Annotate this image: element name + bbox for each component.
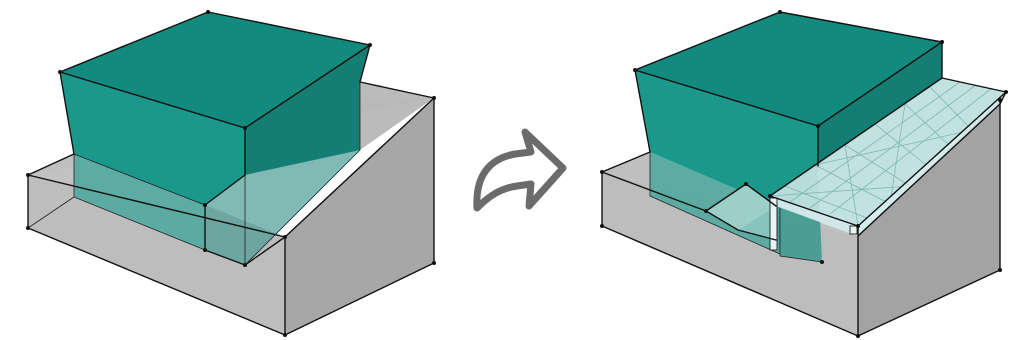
glass-roof-grid bbox=[769, 81, 993, 227]
glass-roof bbox=[770, 78, 1006, 226]
model-before bbox=[26, 10, 436, 337]
base-right-face bbox=[858, 100, 1000, 336]
base-front-face bbox=[28, 175, 285, 335]
canopy-post-right bbox=[849, 225, 858, 235]
teal-side-face bbox=[245, 45, 370, 175]
glass-box-front bbox=[706, 184, 776, 240]
vertices-after bbox=[600, 10, 1008, 338]
canopy-front-frame bbox=[770, 196, 858, 236]
model-after bbox=[600, 10, 1008, 338]
base-top-back bbox=[360, 82, 434, 150]
base-front-face bbox=[602, 172, 858, 336]
vertices-before bbox=[26, 10, 436, 337]
glass-side-wall bbox=[858, 92, 1006, 236]
teal-side-face bbox=[818, 42, 942, 166]
canopy-post-left bbox=[769, 197, 778, 251]
teal-front-face bbox=[635, 70, 818, 208]
base-right-face bbox=[285, 98, 434, 335]
curved-redo-arrow-icon bbox=[473, 128, 567, 212]
teal-top-face bbox=[635, 12, 942, 126]
teal-front-face bbox=[60, 72, 245, 205]
